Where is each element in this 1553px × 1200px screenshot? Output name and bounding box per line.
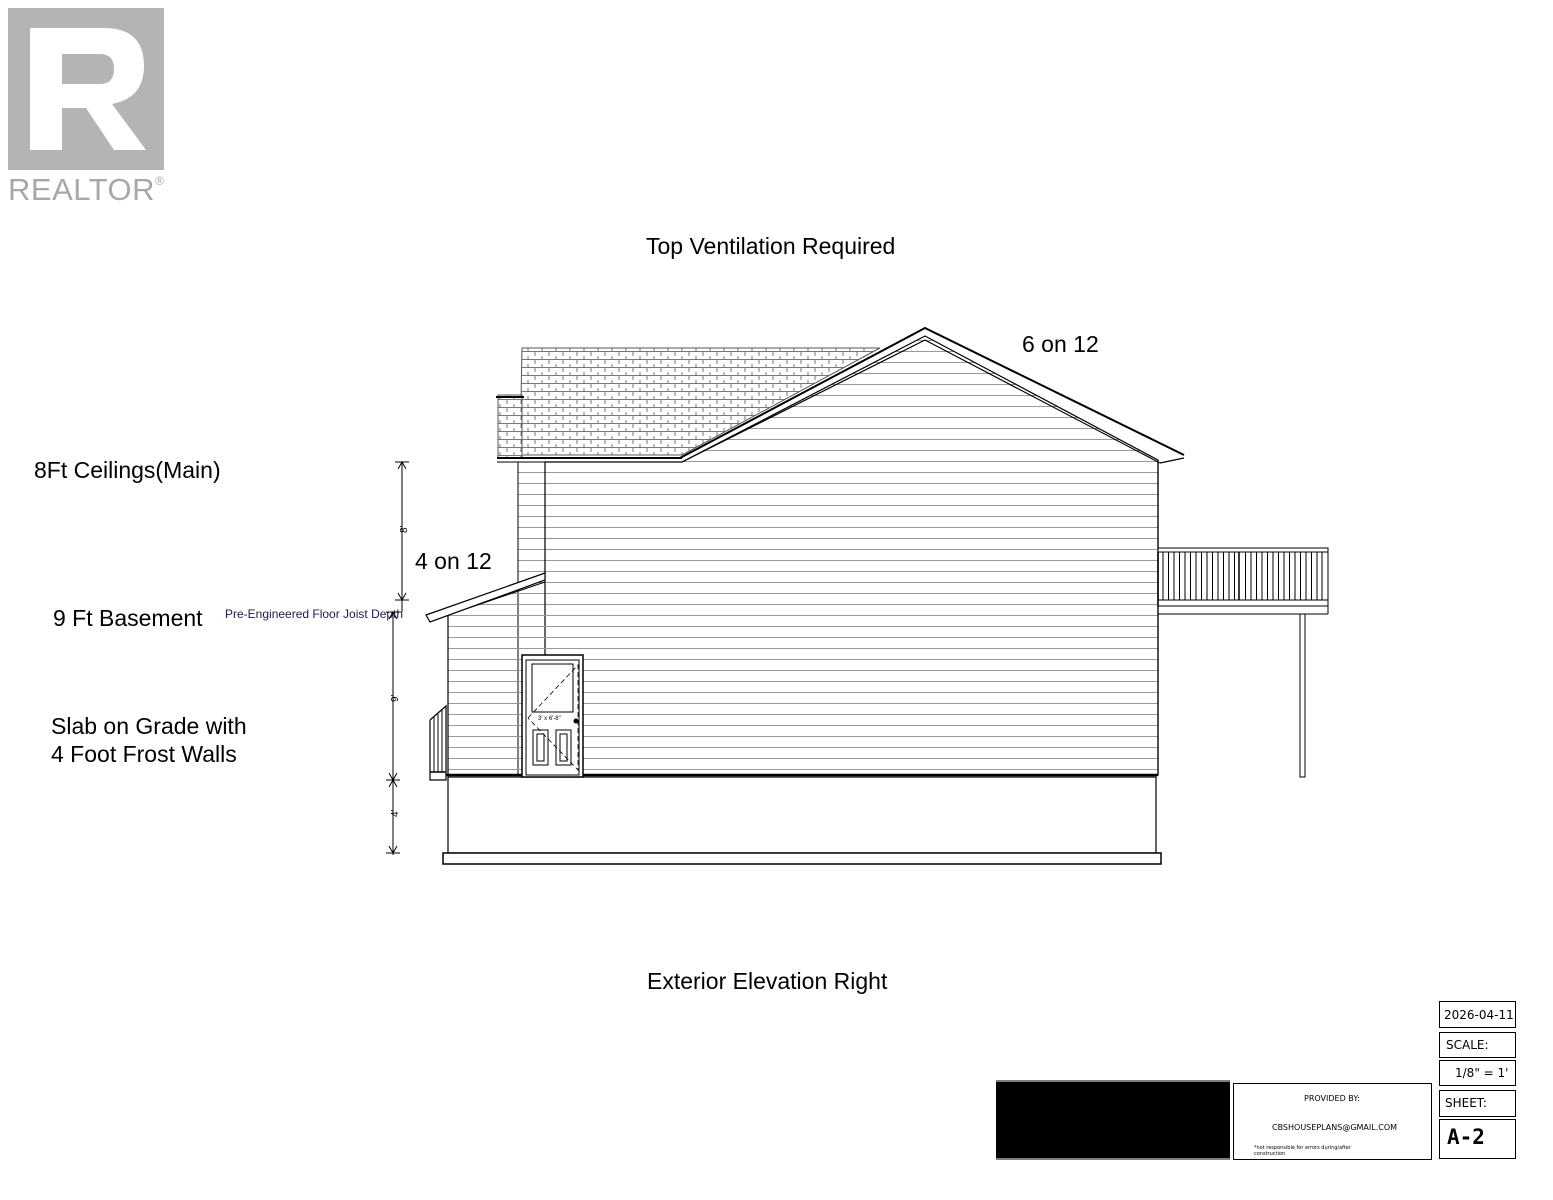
joist-depth-note: Pre-Engineered Floor Joist Depth <box>225 607 404 621</box>
slab-note-line2: 4 Foot Frost Walls <box>51 741 237 767</box>
basement-note: 9 Ft Basement <box>53 605 203 631</box>
top-ventilation-note: Top Ventilation Required <box>646 233 896 259</box>
dimension-lines <box>386 460 409 855</box>
scale-value: 1/8" = 1' <box>1455 1066 1509 1080</box>
date-box: 2026-04-11 <box>1439 1001 1516 1028</box>
sheet-label-box: SHEET: <box>1439 1090 1516 1117</box>
scale-label: SCALE: <box>1446 1038 1489 1052</box>
deck <box>1157 547 1329 778</box>
sheet-value-box: A-2 <box>1439 1119 1516 1159</box>
realtor-r-icon <box>30 28 146 150</box>
slab-note-line1: Slab on Grade with <box>51 713 247 739</box>
foundation-wall <box>447 776 1157 854</box>
door <box>521 654 584 778</box>
disclaimer-line2: construction <box>1254 1151 1286 1157</box>
dim-main: 8' <box>399 525 410 533</box>
gable-roof-line <box>679 326 1185 459</box>
elevation-caption: Exterior Elevation Right <box>647 968 888 994</box>
sheet-number: A-2 <box>1447 1125 1485 1149</box>
side-stair-rail <box>429 704 447 781</box>
sheet-label: SHEET: <box>1445 1096 1487 1110</box>
disclaimer-line1: *not responsible for errors during/after <box>1254 1145 1351 1151</box>
scale-label-box: SCALE: <box>1439 1032 1516 1058</box>
dim-frost: 4' <box>390 809 401 817</box>
realtor-logo-text: REALTOR® <box>8 172 165 207</box>
dim-basement: 9' <box>390 694 401 702</box>
main-ceilings-note: 8Ft Ceilings(Main) <box>34 457 221 483</box>
realtor-logo-mark <box>8 8 164 170</box>
lower-roof-pitch: 4 on 12 <box>415 548 492 574</box>
roof-chimney-shingles <box>497 394 523 459</box>
title-block-logo-panel <box>996 1082 1230 1158</box>
upper-roof-pitch: 6 on 12 <box>1022 331 1099 357</box>
scale-value-box: 1/8" = 1' <box>1439 1060 1516 1086</box>
drawing-date: 2026-04-11 <box>1444 1008 1514 1022</box>
door-size-label: 3' x 6'-8" <box>538 716 561 722</box>
deck-balusters <box>1162 552 1318 600</box>
shed-roof <box>425 572 546 623</box>
provided-by-label: PROVIDED BY: <box>1304 1094 1360 1103</box>
provider-email: CBSHOUSEPLANS@GMAIL.COM <box>1272 1123 1398 1132</box>
footing <box>442 852 1162 865</box>
provided-by-box: PROVIDED BY: CBSHOUSEPLANS@GMAIL.COM *no… <box>1233 1083 1432 1160</box>
